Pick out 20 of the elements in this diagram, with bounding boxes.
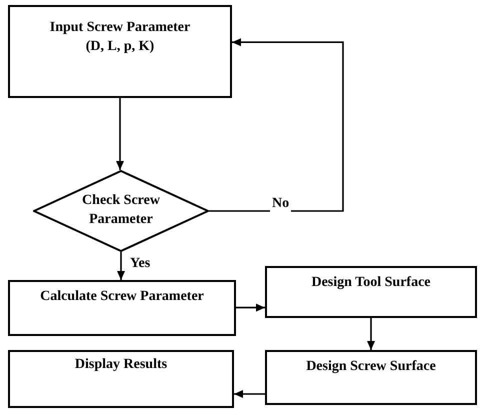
box-text: Calculate Screw Parameter (40, 288, 204, 306)
box-text: Design Screw Surface (306, 358, 436, 376)
arrow (209, 38, 344, 212)
process-box (8, 350, 234, 408)
box-text: Input Screw Parameter (50, 19, 190, 37)
box-text: Design Tool Surface (311, 274, 430, 292)
box-text: Check Screw Parameter (81, 192, 161, 229)
arrow (367, 318, 375, 350)
arrow (117, 252, 125, 280)
box-text: Display Results (74, 356, 168, 374)
process-box (8, 280, 236, 336)
arrow (234, 390, 265, 398)
arrow (116, 98, 124, 170)
arrow (236, 304, 265, 312)
process-box (8, 5, 232, 98)
process-box (265, 266, 477, 318)
decision-diamond (33, 170, 209, 252)
process-box (265, 350, 477, 405)
box-text: (D, L, p, K) (86, 38, 154, 56)
edge-label: No (270, 196, 292, 213)
